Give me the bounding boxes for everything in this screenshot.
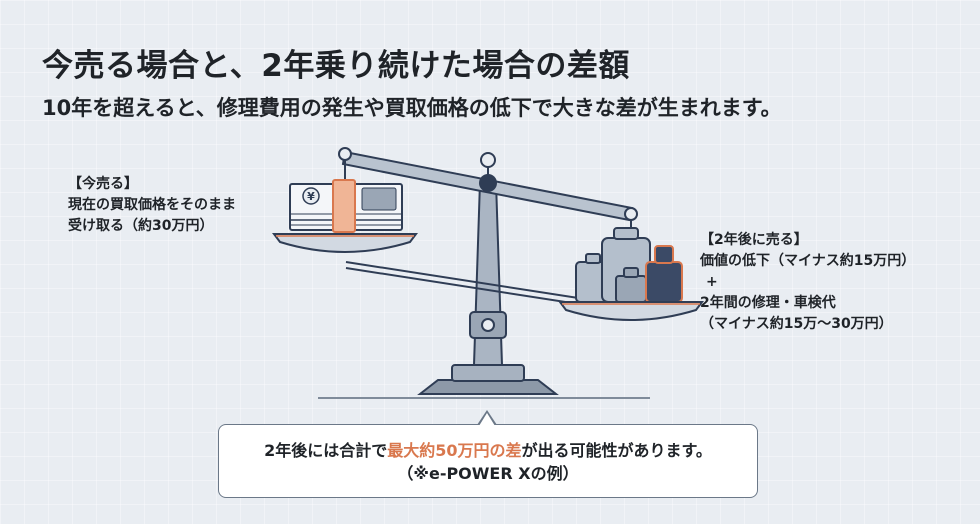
left-note-line: 現在の買取価格をそのまま bbox=[68, 197, 236, 213]
left-note: 【今売る】 現在の買取価格をそのまま 受け取る（約30万円） bbox=[68, 174, 236, 237]
left-note-heading: 【今売る】 bbox=[68, 176, 138, 192]
beam-left-end bbox=[338, 147, 352, 161]
left-note-line: 受け取る（約30万円） bbox=[68, 218, 214, 234]
callout-pre: 2年後には合計で bbox=[264, 441, 388, 460]
right-note-heading: 【2年後に売る】 bbox=[700, 232, 808, 248]
scale-top-knob bbox=[480, 152, 496, 168]
page-subtitle: 10年を超えると、修理費用の発生や買取価格の低下で大きな差が生まれます。 bbox=[42, 96, 782, 120]
right-note-line: 2年間の修理・車検代 bbox=[700, 295, 836, 311]
callout-highlight: 最大約50万円の差 bbox=[387, 441, 522, 460]
callout-main-line: 2年後には合計で最大約50万円の差が出る可能性があります。 bbox=[219, 439, 757, 462]
scale-base-top bbox=[451, 364, 525, 382]
money-stack: ¥ bbox=[289, 179, 403, 233]
money-band bbox=[332, 179, 356, 233]
right-note-line: 価値の低下（マイナス約15万円） bbox=[700, 253, 916, 269]
weights bbox=[575, 227, 683, 303]
right-note-line: （マイナス約15万〜30万円） bbox=[700, 316, 893, 332]
scale-base bbox=[417, 379, 559, 395]
yen-symbol-icon: ¥ bbox=[307, 190, 315, 203]
plus-sign: + bbox=[706, 274, 718, 290]
left-pan bbox=[272, 233, 418, 253]
beam-right-end bbox=[624, 207, 638, 221]
callout-note: （※e-POWER Xの例） bbox=[397, 464, 579, 483]
pillar-joint-bolt bbox=[481, 318, 495, 332]
callout-tail-fill bbox=[479, 413, 495, 426]
summary-callout: 2年後には合計で最大約50万円の差が出る可能性があります。 （※e-POWER … bbox=[218, 424, 758, 498]
beam-pivot bbox=[479, 174, 497, 192]
right-pan bbox=[558, 301, 704, 321]
callout-post: が出る可能性があります。 bbox=[521, 441, 712, 460]
page-title: 今売る場合と、2年乗り続けた場合の差額 bbox=[42, 48, 630, 84]
right-note: 【2年後に売る】 価値の低下（マイナス約15万円） + 2年間の修理・車検代 （… bbox=[700, 230, 915, 335]
